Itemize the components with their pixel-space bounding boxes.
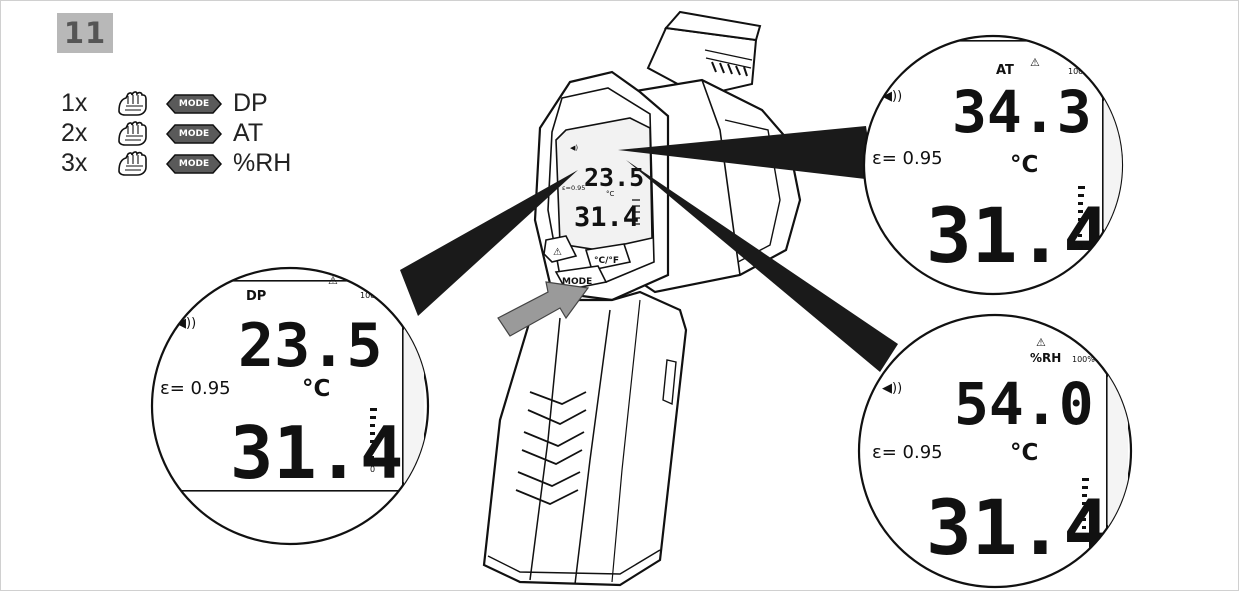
lcd-callout-rh: ⚠ %RH 100% ◀)) 54.0 ε= 0.95 °C 31.4 0 <box>857 313 1133 589</box>
speaker-icon: ◀)) <box>882 89 902 104</box>
laser-button-label: ⚠ <box>553 247 562 258</box>
press-count: 1x <box>61 89 88 117</box>
bar-scale-icon <box>370 408 377 459</box>
device-sub-value: 31.4 <box>574 202 639 233</box>
mode-button-icon: MODE <box>165 153 223 175</box>
scale-zero-label: 0 <box>1078 243 1083 252</box>
device-speaker-icon: ◀) <box>570 144 578 152</box>
mode-button-icon: MODE <box>165 93 223 115</box>
primary-reading: 54.0 <box>954 370 1094 438</box>
mode-button-label: MODE <box>178 159 210 169</box>
emissivity-readout: ε= 0.95 <box>872 148 943 169</box>
figure-number-badge: 11 <box>57 13 113 53</box>
unit-readout: °C <box>1010 152 1038 178</box>
battery-level: 100% <box>360 291 383 300</box>
primary-reading: 34.3 <box>952 78 1092 146</box>
device-buttons: ⚠ °C/°F MODE <box>543 235 632 291</box>
thermometer-device <box>482 10 802 587</box>
beam-rh <box>626 160 898 372</box>
secondary-reading: 31.4 <box>230 411 403 495</box>
mode-label: %RH <box>233 149 292 177</box>
battery-level: 100% <box>1068 67 1091 76</box>
battery-level: 100% <box>1072 355 1095 364</box>
press-count: 2x <box>61 119 88 147</box>
emissivity-readout: ε= 0.95 <box>160 378 231 399</box>
beam-at <box>618 126 874 180</box>
bar-scale-icon <box>1078 186 1085 237</box>
hand-press-icon <box>116 121 150 147</box>
hand-press-icon <box>116 91 150 117</box>
legend-row: 2x MODE AT <box>61 118 361 150</box>
unit-toggle-button[interactable] <box>584 243 632 271</box>
mode-label: AT <box>233 119 264 147</box>
unit-toggle-label: °C/°F <box>594 256 619 266</box>
mode-button-label: MODE <box>178 99 210 109</box>
mode-indicator: %RH <box>1030 351 1061 365</box>
hand-press-icon <box>116 151 150 177</box>
scale-zero-label: 0 <box>1082 535 1087 544</box>
mode-button-label: MODE <box>562 277 592 287</box>
mode-indicator: AT <box>996 63 1014 78</box>
device-main-value: 23.5 <box>584 163 644 192</box>
legend-row: 3x MODE %RH <box>61 148 361 180</box>
legend-row: 1x MODE DP <box>61 88 361 120</box>
callout-beams <box>400 126 898 372</box>
primary-reading: 23.5 <box>238 311 383 381</box>
warning-icon: ⚠ <box>1036 336 1046 349</box>
device-emissivity: ε=0.95 <box>562 184 585 192</box>
press-arrow-icon <box>497 281 590 337</box>
warning-icon: ⚠ <box>1030 56 1040 69</box>
device-bar-scale-icon <box>632 199 640 225</box>
speaker-icon: ◀)) <box>882 381 902 396</box>
unit-readout: °C <box>302 376 330 402</box>
bar-scale-icon <box>1082 478 1089 529</box>
mode-label: DP <box>233 89 268 117</box>
mode-button-label: MODE <box>178 129 210 139</box>
beam-dp <box>400 170 578 316</box>
lcd-callout-at: AT ⚠ 100% ◀)) 34.3 ε= 0.95 °C 31.4 0 <box>862 34 1124 296</box>
device-screen: ◀) 23.5 °C ε=0.95 31.4 <box>555 117 653 251</box>
scale-zero-label: 0 <box>370 465 375 474</box>
secondary-reading: 31.4 <box>926 483 1109 572</box>
emissivity-readout: ε= 0.95 <box>872 442 943 463</box>
press-count: 3x <box>61 149 88 177</box>
mode-button-icon: MODE <box>165 123 223 145</box>
laser-button[interactable] <box>543 235 578 263</box>
mode-indicator: DP <box>246 289 266 304</box>
device-unit: °C <box>606 190 615 198</box>
unit-readout: °C <box>1010 440 1038 466</box>
warning-icon: ⚠ <box>328 274 338 287</box>
lcd-callout-dp: DP ⚠ 100% ◀)) 23.5 ε= 0.95 °C 31.4 0 <box>150 266 430 546</box>
